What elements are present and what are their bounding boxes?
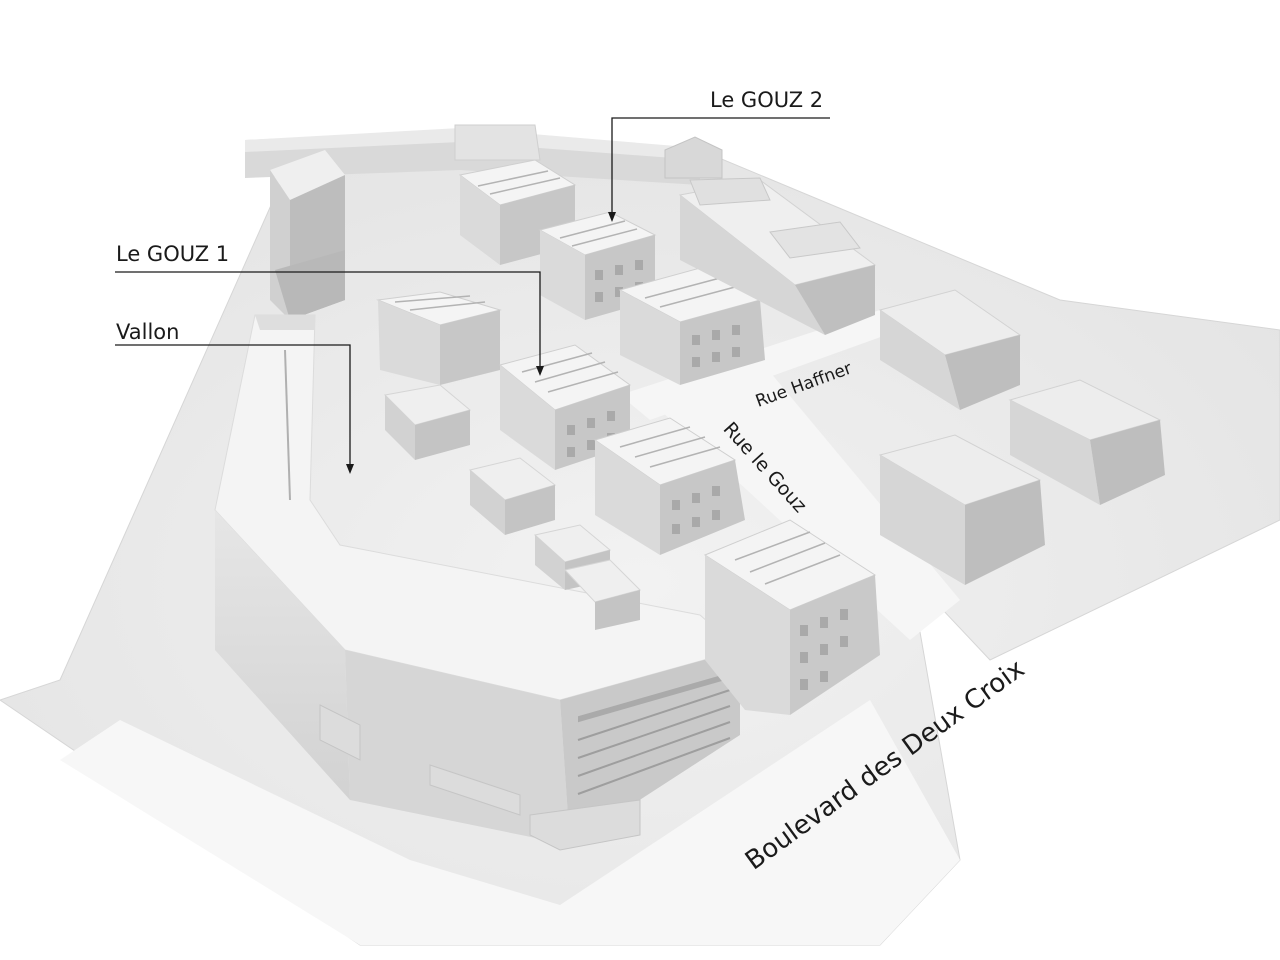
block-corner — [703, 519, 880, 715]
building-east-cube-3 — [878, 434, 1045, 585]
street-rue-haffner — [620, 310, 900, 420]
leader-gouz2 — [611, 117, 830, 218]
block-center — [593, 417, 745, 555]
block-gouz1-west — [376, 291, 502, 385]
background-buildings-north — [245, 124, 723, 185]
label-le-gouz-2: Le GOUZ 2 — [710, 88, 824, 112]
building-east-long — [678, 177, 877, 335]
leader-gouz1 — [115, 271, 541, 372]
building-east-cube-2 — [1008, 379, 1165, 505]
block-gouz2-north — [458, 159, 577, 265]
callout-lines — [115, 117, 830, 470]
callout-arrowheads — [346, 212, 616, 474]
street-rue-le-gouz — [660, 360, 960, 640]
block-gouz2-south — [618, 267, 765, 385]
leader-vallon — [115, 344, 351, 470]
street-boulevard-deux-croix — [60, 700, 960, 945]
label-vallon: Vallon — [116, 320, 180, 344]
low-houses — [383, 384, 641, 630]
label-le-gouz-1: Le GOUZ 1 — [116, 242, 230, 266]
building-west-bar — [270, 150, 345, 320]
building-east-cube-1 — [878, 289, 1022, 410]
